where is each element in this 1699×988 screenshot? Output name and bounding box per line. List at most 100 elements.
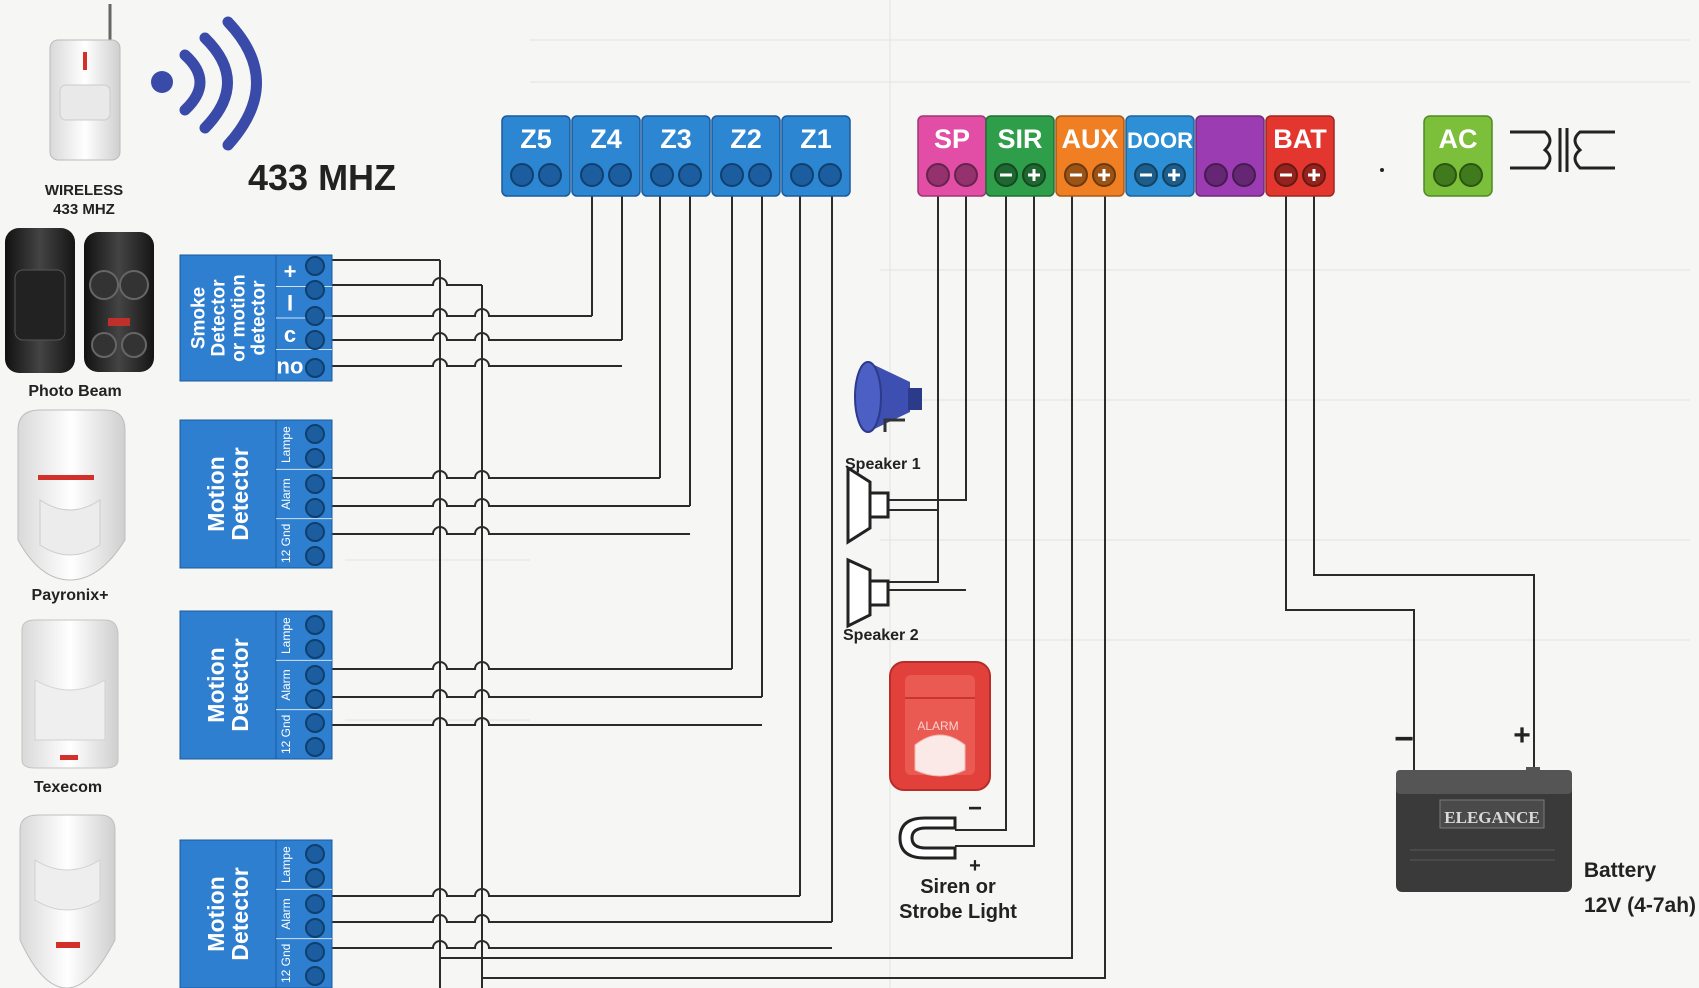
output-label: AUX bbox=[1061, 124, 1118, 154]
output-terminal-aux[interactable]: AUX bbox=[1055, 115, 1125, 197]
screw-terminal[interactable] bbox=[305, 918, 325, 938]
module-screw-terminals bbox=[305, 424, 325, 566]
screw-terminal[interactable] bbox=[748, 163, 772, 187]
frequency-label: 433 MHZ bbox=[248, 157, 396, 198]
screw-terminal[interactable] bbox=[305, 522, 325, 542]
screw-terminal[interactable] bbox=[305, 424, 325, 444]
pin-label: c bbox=[284, 322, 296, 347]
pin-label: + bbox=[284, 259, 297, 284]
output-terminal-bat[interactable]: BAT bbox=[1265, 115, 1335, 197]
battery-icon bbox=[1396, 767, 1572, 892]
screw-terminal[interactable] bbox=[305, 713, 325, 733]
screw-terminal[interactable] bbox=[650, 163, 674, 187]
output-terminal-sp[interactable]: SP bbox=[917, 115, 987, 197]
screw-terminal[interactable] bbox=[305, 737, 325, 757]
siren-label-2: Strobe Light bbox=[899, 901, 1017, 923]
screw-terminal[interactable] bbox=[954, 163, 978, 187]
zone-terminal-z3[interactable]: Z3 bbox=[641, 115, 711, 197]
door-contact-icon bbox=[898, 816, 957, 860]
output-terminal-sir[interactable]: SIR bbox=[985, 115, 1055, 197]
screw-terminal[interactable] bbox=[580, 163, 604, 187]
pin-label: I bbox=[287, 290, 293, 315]
screw-terminal[interactable] bbox=[305, 498, 325, 518]
ac-terminal-label: AC bbox=[1439, 124, 1478, 154]
speaker-1-label: Speaker 1 bbox=[845, 456, 921, 473]
screw-terminal[interactable] bbox=[1232, 163, 1256, 187]
zone-label: Z4 bbox=[590, 124, 622, 154]
zone-terminal-z4[interactable]: Z4 bbox=[571, 115, 641, 197]
horn-speaker-icon bbox=[854, 361, 922, 433]
screw-terminal[interactable] bbox=[305, 280, 325, 300]
screw-terminal[interactable] bbox=[305, 942, 325, 962]
zone-terminal-z2[interactable]: Z2 bbox=[711, 115, 781, 197]
bottom-pir-device bbox=[19, 814, 116, 988]
siren-alarm-text: ALARM bbox=[917, 719, 958, 733]
speaker-1-icon bbox=[846, 465, 890, 545]
speaker-2-icon bbox=[846, 557, 890, 629]
pin-label: 12 Gnd bbox=[279, 524, 293, 563]
zone-label: Z3 bbox=[660, 124, 692, 154]
output-label: SP bbox=[934, 124, 970, 154]
module-screw-terminals bbox=[305, 844, 325, 986]
screw-terminal[interactable] bbox=[305, 306, 325, 326]
screw-terminal[interactable] bbox=[790, 163, 814, 187]
pin-label: Lampe bbox=[279, 617, 293, 654]
screw-terminal[interactable] bbox=[305, 615, 325, 635]
screw-terminal[interactable] bbox=[305, 689, 325, 709]
speaker-2-label: Speaker 2 bbox=[843, 627, 919, 644]
photo-beam-device bbox=[5, 228, 154, 373]
screw-terminal[interactable] bbox=[510, 163, 534, 187]
screw-terminal[interactable] bbox=[538, 163, 562, 187]
screw-terminal[interactable] bbox=[818, 163, 842, 187]
screw-terminal[interactable] bbox=[305, 474, 325, 494]
screw-terminal[interactable] bbox=[305, 868, 325, 888]
screw-terminal[interactable] bbox=[305, 448, 325, 468]
pin-label: 12 Gnd bbox=[279, 715, 293, 754]
transformer-icon bbox=[1380, 128, 1615, 172]
screw-terminal[interactable] bbox=[305, 358, 325, 378]
photo-beam-label: Photo Beam bbox=[28, 383, 121, 400]
module-screw-terminals bbox=[305, 256, 325, 378]
battery-minus-sign: − bbox=[1394, 720, 1414, 758]
zone-terminal-z1[interactable]: Z1 bbox=[781, 115, 851, 197]
output-terminal-unlabeled[interactable] bbox=[1195, 115, 1265, 197]
screw-terminal[interactable] bbox=[1204, 163, 1228, 187]
texecom-pir-device bbox=[21, 619, 119, 769]
siren-strobe-icon bbox=[889, 661, 991, 791]
pin-label: Alarm bbox=[279, 898, 293, 929]
ac-terminal: AC bbox=[1423, 115, 1493, 197]
battery-brand: ELEGANCE bbox=[1444, 808, 1539, 827]
output-label: BAT bbox=[1273, 124, 1327, 154]
pin-label: Lampe bbox=[279, 426, 293, 463]
screw-terminal[interactable] bbox=[305, 894, 325, 914]
siren-minus-sign: − bbox=[968, 795, 982, 822]
screw-terminal[interactable] bbox=[305, 639, 325, 659]
screw-terminal[interactable] bbox=[305, 546, 325, 566]
screw-terminal[interactable] bbox=[305, 665, 325, 685]
pin-label: 12 Gnd bbox=[279, 944, 293, 983]
detector-title: SmokeDetectoror motiondetector bbox=[189, 274, 270, 362]
screw-terminal[interactable] bbox=[720, 163, 744, 187]
screw-terminal[interactable] bbox=[305, 330, 325, 350]
zone-terminal-z5[interactable]: Z5 bbox=[501, 115, 571, 197]
screw-terminal[interactable] bbox=[305, 844, 325, 864]
detector-modules: SmokeDetectoror motiondetector + Ic noMotio… bbox=[179, 254, 333, 988]
wireless-label-1: WIRELESS bbox=[45, 182, 123, 199]
pin-label: no bbox=[277, 353, 304, 378]
output-terminal-door[interactable]: DOOR bbox=[1125, 115, 1195, 197]
screw-terminal[interactable] bbox=[678, 163, 702, 187]
detector-title: MotionDetector bbox=[203, 447, 253, 540]
output-label: DOOR bbox=[1127, 128, 1193, 153]
screw-terminal[interactable] bbox=[926, 163, 950, 187]
detector-module-smoke: SmokeDetectoror motiondetector + Ic no bbox=[179, 254, 333, 382]
screw-terminal[interactable] bbox=[305, 256, 325, 276]
screw-terminal[interactable] bbox=[608, 163, 632, 187]
zone-label: Z5 bbox=[520, 124, 552, 154]
screw-terminal[interactable] bbox=[305, 966, 325, 986]
module-screw-terminals bbox=[305, 615, 325, 757]
